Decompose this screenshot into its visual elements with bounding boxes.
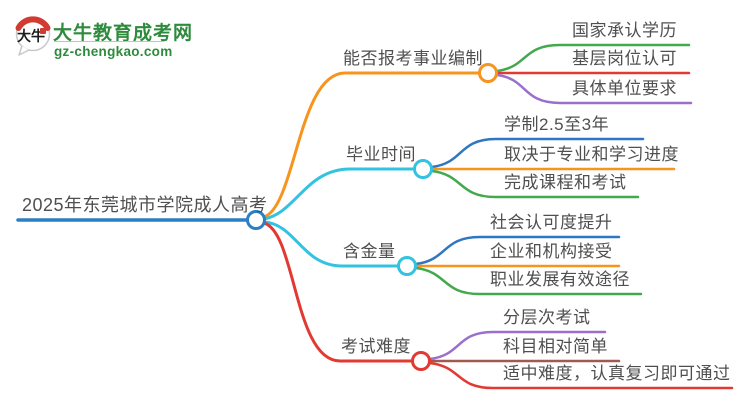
leaf-3-1-line bbox=[414, 235, 621, 266]
branch-2-leaf-3-label: 完成课程和考试 bbox=[504, 173, 627, 192]
branch-1-leaf-2-label: 基层岗位认可 bbox=[572, 49, 677, 68]
branch-4-curve bbox=[262, 221, 413, 363]
branch-2-label: 毕业时间 bbox=[346, 145, 416, 164]
leaf-1-1-line bbox=[495, 43, 691, 73]
logo-icon-text: 大牛 bbox=[17, 28, 45, 44]
branch-2-leaf-1-label: 学制2.5至3年 bbox=[504, 115, 610, 134]
branch-4-label: 考试难度 bbox=[341, 337, 411, 356]
branch-1-label: 能否报考事业编制 bbox=[343, 49, 483, 68]
branch-1-node-circle bbox=[478, 63, 498, 83]
branch-3-label: 含金量 bbox=[343, 242, 396, 261]
leaf-4-3-line bbox=[428, 361, 734, 390]
leaf-4-1-line bbox=[428, 330, 607, 361]
branch-4-leaf-3-label: 适中难度，认真复习即可通过 bbox=[503, 364, 731, 383]
branch-3-node-circle bbox=[397, 256, 417, 276]
branch-3-leaf-3-label: 职业发展有效途径 bbox=[490, 270, 630, 289]
leaf-1-3-line bbox=[495, 73, 693, 105]
branch-4-leaf-2-label: 科目相对简单 bbox=[503, 337, 608, 356]
logo-domain: gz-chengkao.com bbox=[54, 44, 173, 59]
root-node-circle bbox=[246, 210, 266, 230]
leaf-2-3-line bbox=[430, 169, 640, 199]
logo-title: 大牛教育成考网 bbox=[53, 23, 194, 44]
branch-2-leaf-2-label: 取决于专业和学习进度 bbox=[504, 145, 679, 164]
branch-1-leaf-3-label: 具体单位要求 bbox=[572, 79, 677, 98]
site-logo[interactable]: 大牛 大牛教育成考网 gz-chengkao.com bbox=[14, 12, 214, 64]
branch-1-curve bbox=[262, 71, 481, 219]
branch-3-leaf-1-label: 社会认可度提升 bbox=[490, 213, 613, 232]
branch-2-node-circle bbox=[413, 159, 433, 179]
logo-bull-icon: 大牛 bbox=[15, 16, 51, 56]
branch-4-node-circle bbox=[411, 351, 431, 371]
leaf-2-1-line bbox=[430, 137, 645, 169]
root-node-label: 2025年东莞城市学院成人高考 bbox=[22, 195, 268, 215]
branch-4-leaf-1-label: 分层次考试 bbox=[503, 308, 591, 327]
leaf-3-3-line bbox=[414, 266, 643, 296]
branch-1-leaf-1-label: 国家承认学历 bbox=[572, 21, 677, 40]
branch-2-curve bbox=[262, 167, 415, 221]
branch-3-leaf-2-label: 企业和机构接受 bbox=[490, 242, 613, 261]
logo-divider bbox=[54, 41, 164, 42]
branch-3-curve bbox=[262, 220, 399, 268]
